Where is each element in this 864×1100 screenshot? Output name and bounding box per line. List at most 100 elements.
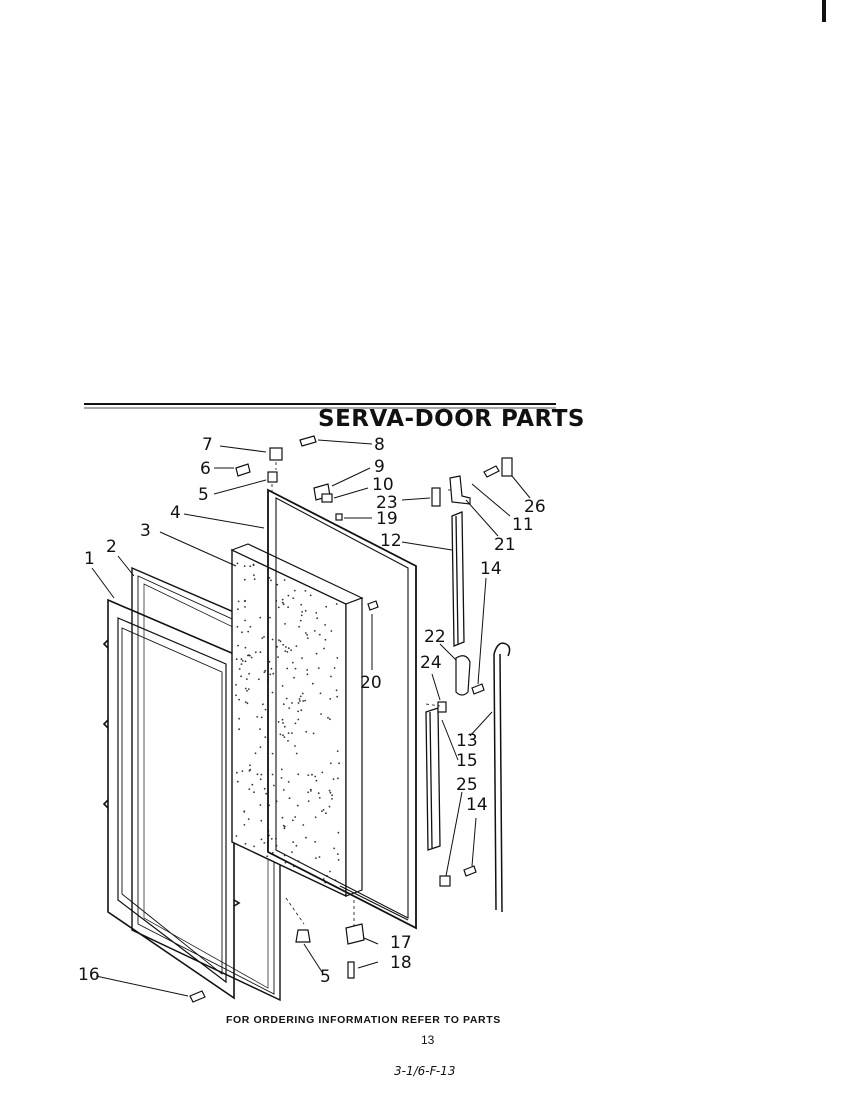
insulation-stipple-dot: [338, 762, 340, 765]
insulation-stipple-dot: [328, 805, 331, 808]
insulation-stipple-dot: [279, 733, 282, 736]
callout-10: 10: [372, 475, 394, 495]
insulation-stipple-dot: [283, 827, 286, 830]
insulation-stipple-dot: [310, 790, 312, 792]
reference-code: 3-1/6-F-13: [394, 1064, 456, 1078]
insulation-stipple-dot: [318, 856, 321, 858]
insulation-stipple-dot: [288, 797, 291, 800]
insulation-stipple-dot: [273, 784, 275, 787]
insulation-stipple-dot: [250, 656, 253, 659]
insulation-stipple-dot: [297, 702, 300, 704]
insulation-stipple-dot: [306, 633, 309, 636]
insulation-stipple-dot: [332, 778, 335, 780]
insulation-stipple-dot: [315, 779, 318, 782]
insulation-stipple-dot: [287, 732, 290, 734]
insulation-stipple-dot: [312, 732, 315, 735]
insulation-stipple-dot: [329, 762, 332, 765]
insulation-stipple-dot: [298, 625, 300, 628]
callout-leaders: [91, 439, 531, 997]
callout-20: 20: [360, 673, 382, 693]
insulation-stipple-dot: [238, 668, 241, 670]
insulation-stipple-dot: [282, 643, 285, 646]
insulation-stipple-dot: [247, 818, 250, 820]
insulation-stipple-dot: [336, 853, 339, 855]
insulation-stipple-dot: [256, 773, 259, 776]
insulation-stipple-dot: [336, 695, 339, 698]
callout-24: 24: [420, 653, 442, 673]
wire-harness: [493, 642, 511, 913]
insulation-stipple-dot: [333, 847, 336, 850]
scan-edge-mark: [822, 0, 826, 22]
insulation-stipple-dot: [259, 778, 262, 781]
insulation-stipple-dot: [243, 565, 246, 567]
insulation-stipple-dot: [335, 689, 338, 692]
insulation-stipple-dot: [295, 645, 298, 647]
insulation-stipple-dot: [237, 644, 239, 647]
insulation-stipple-dot: [292, 661, 294, 664]
insulation-stipple-dot: [254, 752, 257, 755]
assembly-guides: [271, 462, 452, 926]
insulation-stipple-dot: [247, 688, 250, 690]
insulation-stipple-dot: [287, 606, 289, 609]
insulation-stipple-dot: [304, 590, 307, 592]
insulation-stipple-dot: [244, 842, 247, 845]
insulation-stipple-dot: [261, 637, 264, 639]
insulation-stipple-dot: [263, 636, 265, 638]
insulation-stipple-dot: [244, 619, 247, 622]
insulation-stipple-dot: [292, 841, 295, 843]
insulation-stipple-dot: [321, 810, 323, 812]
inner-door-liner: [267, 488, 417, 930]
insulation-stipple-dot: [241, 660, 244, 662]
insulation-stipple-dot: [288, 707, 291, 709]
insulation-stipple-dot: [277, 656, 279, 658]
insulation-stipple-dot: [304, 699, 306, 702]
insulation-stipple-dot: [302, 700, 305, 702]
insulation-stipple-dot: [297, 773, 300, 776]
insulation-stipple-dot: [337, 831, 340, 834]
insulation-stipple-dot: [329, 870, 331, 873]
insulation-stipple-dot: [320, 713, 322, 715]
insulation-stipple-dot: [304, 609, 307, 612]
insulation-stipple-dot: [264, 708, 267, 711]
callout-8: 8: [374, 435, 385, 455]
insulation-stipple-dot: [287, 594, 290, 597]
insulation-stipple-dot: [253, 574, 255, 576]
insulation-stipple-dot: [315, 652, 318, 655]
insulation-stipple-dot: [253, 578, 256, 580]
insulation-stipple-dot: [282, 603, 285, 606]
insulation-stipple-dot: [295, 844, 298, 847]
insulation-stipple-dot: [299, 619, 302, 622]
insulation-stipple-dot: [333, 667, 336, 669]
insulation-stipple-dot: [277, 606, 280, 609]
insulation-stipple-dot: [270, 838, 273, 840]
insulation-stipple-dot: [240, 658, 243, 661]
insulation-stipple-dot: [270, 579, 272, 582]
callout-22: 22: [424, 627, 446, 647]
insulation-stipple-dot: [268, 660, 271, 663]
insulation-stipple-dot: [325, 605, 328, 608]
insulation-stipple-dot: [246, 689, 248, 692]
insulation-stipple-dot: [253, 791, 255, 794]
insulation-stipple-dot: [271, 691, 274, 694]
insulation-stipple-dot: [311, 773, 313, 776]
insulation-stipple-dot: [337, 859, 340, 861]
insulation-stipple-dot: [235, 684, 237, 686]
insulation-stipple-dot: [246, 702, 249, 705]
callout-14-upper: 14: [480, 559, 502, 579]
insulation-stipple-dot: [294, 745, 296, 747]
insulation-stipple-dot: [248, 654, 251, 657]
insulation-stipple-dot: [243, 578, 246, 581]
insulation-stipple-dot: [307, 791, 310, 794]
insulation-stipple-dot: [245, 678, 248, 680]
insulation-stipple-dot: [304, 632, 307, 634]
callout-16: 16: [78, 965, 100, 985]
insulation-stipple-dot: [327, 716, 329, 719]
insulation-stipple-dot: [313, 630, 316, 632]
insulation-stipple-dot: [309, 594, 312, 597]
insulation-stipple-dot: [280, 768, 283, 771]
callout-1: 1: [84, 549, 95, 569]
insulation-stipple-dot: [271, 752, 274, 755]
insulation-stipple-dot: [244, 660, 247, 663]
insulation-stipple-dot: [331, 798, 333, 800]
insulation-stipple-dot: [282, 722, 284, 724]
